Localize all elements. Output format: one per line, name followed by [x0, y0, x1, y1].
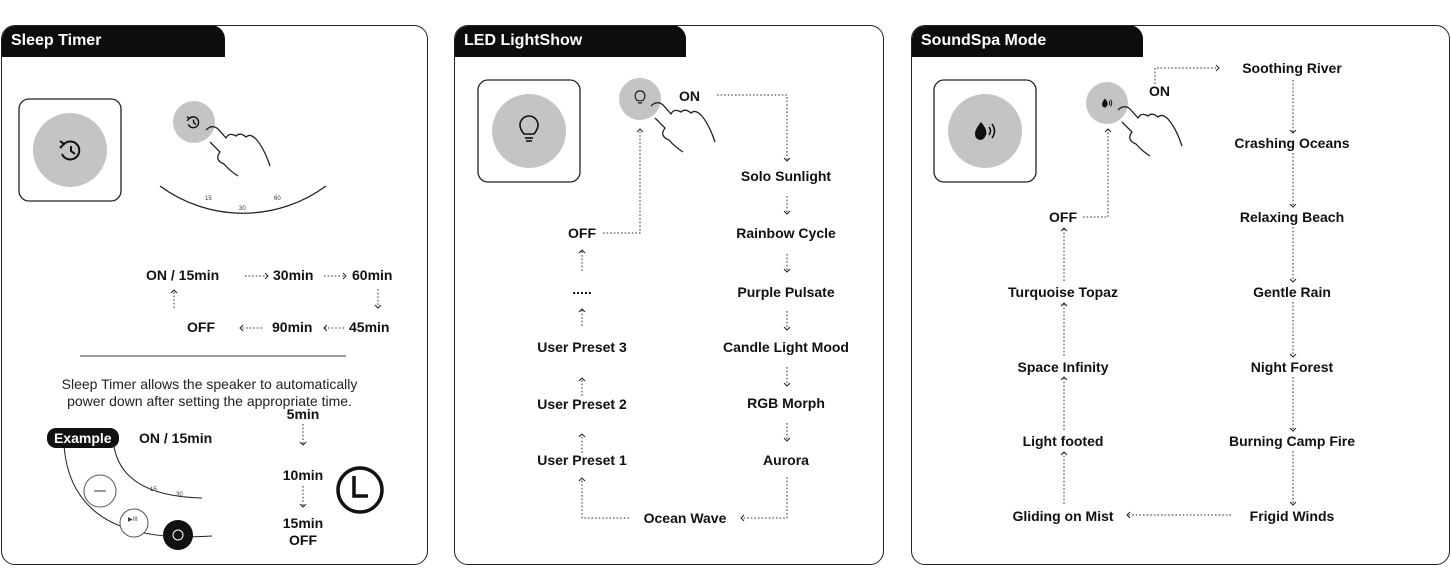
soundspa-small-icon	[1102, 98, 1113, 108]
led-graphics	[477, 78, 791, 522]
example-dial-mark-30: 30	[176, 492, 183, 498]
sleep-timer-panel: Sleep Timer	[1, 25, 428, 565]
dial-mark-30: 30	[239, 206, 246, 212]
led-mode-rgb-morph: RGB Morph	[747, 395, 825, 411]
soundspa-on-label: ON	[1149, 83, 1170, 99]
soundspa-off: OFF	[1049, 209, 1077, 225]
led-small-bulb-icon	[634, 90, 646, 104]
led-on-label: ON	[679, 88, 700, 104]
step-10min: 10min	[282, 467, 324, 483]
dial-mark-60: 60	[274, 196, 281, 202]
led-off: OFF	[568, 225, 596, 241]
led-right-arrows	[783, 196, 791, 442]
example-dial-mark-15: 15	[150, 487, 157, 493]
soundspa-soothing-river: Soothing River	[1242, 60, 1342, 76]
soundspa-light-footed: Light footed	[1022, 433, 1104, 449]
bulb-icon	[519, 115, 539, 142]
led-button-frame	[477, 79, 581, 183]
led-user-preset-1: User Preset 1	[537, 452, 627, 468]
led-mode-ocean-wave: Ocean Wave	[643, 510, 727, 526]
soundspa-tab: SoundSpa Mode	[912, 26, 1143, 57]
timer-description-1: Sleep Timer allows the speaker to automa…	[61, 376, 358, 392]
example-badge: Example	[47, 428, 119, 448]
flow-60min: 60min	[352, 267, 393, 283]
timer-button-frame	[18, 98, 122, 202]
led-user-preset-2: User Preset 2	[537, 396, 627, 412]
flow-90min: 90min	[272, 319, 313, 335]
timer-dial-arc	[159, 185, 327, 214]
sleep-timer-title: Sleep Timer	[11, 32, 102, 49]
soundspa-night-forest: Night Forest	[1250, 359, 1334, 375]
led-left-arrows	[578, 249, 586, 453]
soundspa-relaxing-beach: Relaxing Beach	[1239, 209, 1345, 225]
hand-pointer-icon	[205, 126, 271, 177]
hand-pointer-icon	[650, 102, 716, 153]
timer-icon	[59, 140, 81, 161]
soundspa-frigid-winds: Frigid Winds	[1249, 508, 1335, 524]
example-value: ON / 15min	[139, 430, 213, 446]
led-lightshow-title: LED LightShow	[464, 32, 583, 49]
led-button-circle	[492, 94, 566, 168]
led-lightshow-tab: LED LightShow	[455, 26, 686, 57]
led-small-button	[619, 78, 661, 120]
soundspa-graphics	[933, 64, 1297, 519]
play-pause-icon: ▶/II	[128, 517, 138, 523]
soundspa-gliding-on-mist: Gliding on Mist	[1012, 508, 1114, 524]
led-mode-aurora: Aurora	[763, 452, 809, 468]
example-timer-icon	[172, 529, 184, 541]
flow-30min: 30min	[273, 267, 314, 283]
soundspa-gentle-rain: Gentle Rain	[1253, 284, 1331, 300]
led-mode-rainbow-cycle: Rainbow Cycle	[736, 225, 836, 241]
dial-mark-15: 15	[205, 196, 212, 202]
play-pause-button	[119, 508, 149, 538]
step-15min: 15min	[282, 515, 324, 531]
soundspa-panel: SoundSpa Mode	[911, 25, 1450, 565]
led-lightshow-panel: LED LightShow	[454, 25, 884, 565]
example-timer-button	[163, 520, 193, 550]
clock-icon	[336, 466, 384, 514]
flow-45min: 45min	[349, 319, 390, 335]
step-off: OFF	[289, 532, 317, 548]
soundspa-turquoise-topaz: Turquoise Topaz	[1008, 284, 1118, 300]
hand-pointer-icon	[1117, 106, 1183, 157]
led-user-preset-3: User Preset 3	[537, 339, 627, 355]
soundspa-title: SoundSpa Mode	[921, 32, 1047, 49]
flow-off: OFF	[187, 319, 215, 335]
soundspa-burning-camp-fire: Burning Camp Fire	[1228, 433, 1356, 449]
soundspa-space-infinity: Space Infinity	[1017, 359, 1109, 375]
led-mode-purple-pulsate: Purple Pulsate	[737, 284, 835, 300]
example-device	[63, 445, 213, 550]
timer-small-icon	[186, 116, 200, 129]
sleep-timer-tab: Sleep Timer	[2, 26, 225, 57]
soundspa-left-arrows	[1060, 227, 1068, 504]
timer-description-2: power down after setting the appropriate…	[67, 393, 352, 409]
sleep-timer-graphics	[18, 98, 384, 550]
led-ellipsis: .....	[572, 281, 592, 297]
soundspa-button-frame	[933, 79, 1037, 183]
soundspa-right-arrows	[1289, 80, 1297, 506]
step-5min: 5min	[286, 406, 320, 422]
led-mode-solo-sunlight: Solo Sunlight	[740, 168, 832, 184]
led-mode-candle-light-mood: Candle Light Mood	[723, 339, 849, 355]
soundspa-crashing-oceans: Crashing Oceans	[1234, 135, 1350, 151]
flow-on-15min: ON / 15min	[146, 267, 220, 283]
soundwave-icon	[975, 122, 996, 140]
